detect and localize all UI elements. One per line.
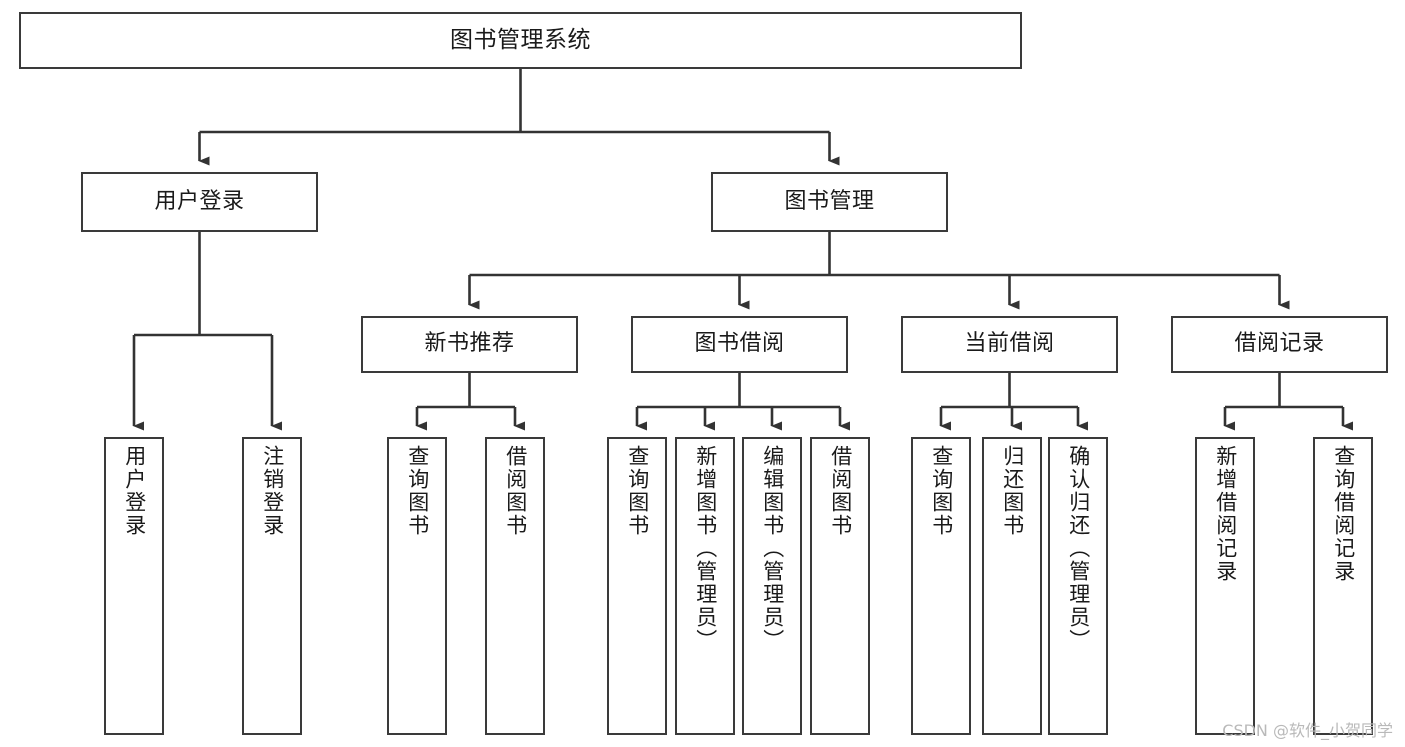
- node-label: 用户登录: [154, 188, 245, 214]
- node-label: 新书推荐: [424, 331, 515, 357]
- node-label: 新增图书（管理员）: [693, 445, 718, 652]
- node-label: 编辑图书（管理员）: [760, 445, 785, 652]
- node-book-manage[interactable]: 图书管理: [711, 172, 948, 232]
- node-label: 图书管理: [784, 188, 875, 214]
- node-label: 借阅图书: [828, 445, 853, 537]
- node-current-borrow[interactable]: 当前借阅: [901, 316, 1118, 373]
- node-leaf-query-book-1[interactable]: 查询图书: [387, 437, 447, 735]
- node-leaf-add-borrow-record[interactable]: 新增借阅记录: [1195, 437, 1255, 735]
- node-label: 查询图书: [405, 445, 430, 537]
- node-label: 注销登录: [260, 445, 285, 537]
- node-new-book-recommend[interactable]: 新书推荐: [361, 316, 578, 373]
- watermark-text: CSDN @软件_小贺同学: [1222, 721, 1393, 740]
- node-label: 新增借阅记录: [1213, 445, 1238, 583]
- node-label: 当前借阅: [964, 331, 1055, 357]
- node-label: 确认归还（管理员）: [1066, 445, 1091, 652]
- node-label: 归还图书: [1000, 445, 1025, 537]
- node-leaf-query-borrow-record[interactable]: 查询借阅记录: [1313, 437, 1373, 735]
- node-leaf-confirm-return-admin[interactable]: 确认归还（管理员）: [1048, 437, 1108, 735]
- node-leaf-user-login[interactable]: 用户登录: [104, 437, 164, 735]
- node-label: 图书管理系统: [450, 26, 591, 53]
- node-leaf-query-book-3[interactable]: 查询图书: [911, 437, 971, 735]
- node-label: 用户登录: [122, 445, 147, 537]
- node-label: 查询图书: [929, 445, 954, 537]
- node-label: 借阅记录: [1234, 331, 1325, 357]
- node-leaf-logout-login[interactable]: 注销登录: [242, 437, 302, 735]
- node-label: 查询图书: [625, 445, 650, 537]
- node-label: 图书借阅: [694, 331, 785, 357]
- node-leaf-borrow-book-2[interactable]: 借阅图书: [810, 437, 870, 735]
- node-leaf-borrow-book-1[interactable]: 借阅图书: [485, 437, 545, 735]
- node-label: 借阅图书: [503, 445, 528, 537]
- node-root-图书管理系统[interactable]: 图书管理系统: [19, 12, 1022, 69]
- node-user-login[interactable]: 用户登录: [81, 172, 318, 232]
- node-book-borrow[interactable]: 图书借阅: [631, 316, 848, 373]
- node-leaf-add-book-admin[interactable]: 新增图书（管理员）: [675, 437, 735, 735]
- node-borrow-record[interactable]: 借阅记录: [1171, 316, 1388, 373]
- node-label: 查询借阅记录: [1331, 445, 1356, 583]
- node-leaf-query-book-2[interactable]: 查询图书: [607, 437, 667, 735]
- node-leaf-edit-book-admin[interactable]: 编辑图书（管理员）: [742, 437, 802, 735]
- node-leaf-return-book[interactable]: 归还图书: [982, 437, 1042, 735]
